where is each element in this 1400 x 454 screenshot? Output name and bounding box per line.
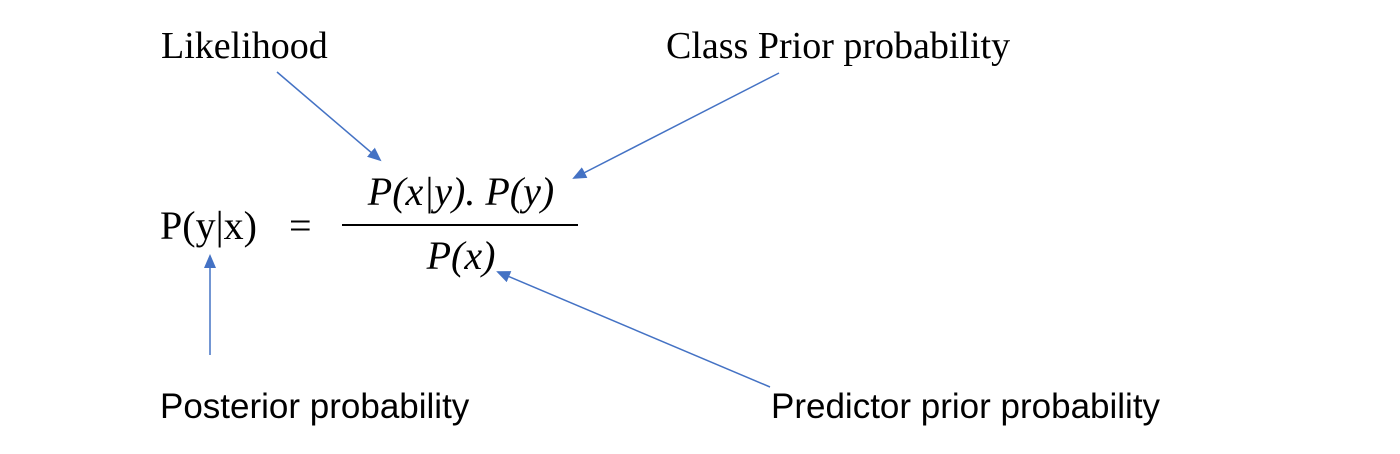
fraction-bar [342, 224, 578, 226]
formula-lhs: P(y|x) [160, 203, 257, 248]
formula-equals: = [289, 203, 312, 248]
class-prior-arrow [572, 72, 780, 179]
class-prior-label: Class Prior probability [666, 25, 1011, 67]
formula-denominator: P(x) [426, 233, 496, 278]
likelihood-arrow [276, 71, 382, 162]
predictor-prior-arrow [496, 271, 771, 388]
posterior-label: Posterior probability [160, 387, 470, 426]
predictor-prior-label: Predictor prior probability [771, 387, 1161, 426]
formula-numerator: P(x|y). P(y) [367, 169, 555, 214]
likelihood-label: Likelihood [161, 25, 328, 67]
